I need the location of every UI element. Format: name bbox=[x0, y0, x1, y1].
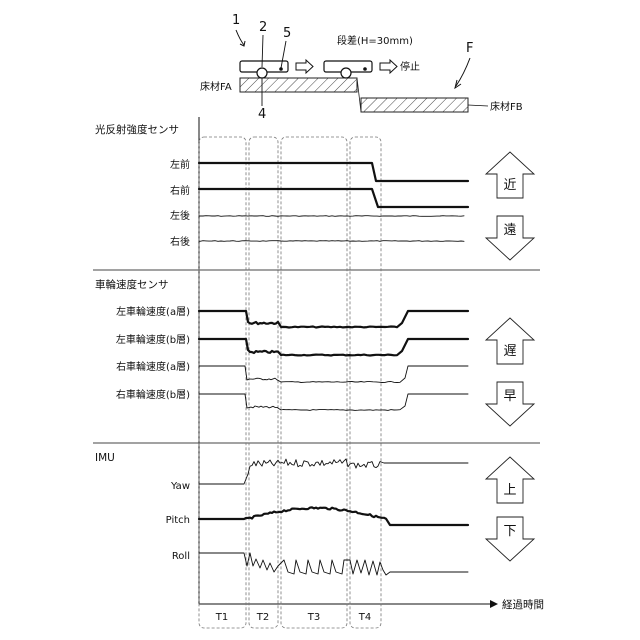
wheel-row-label: 右車輪速度(a層) bbox=[116, 360, 190, 373]
floor-fb-label: 床材FB bbox=[490, 100, 523, 113]
wheel-row-label: 左車輪速度(a層) bbox=[116, 305, 190, 318]
trace-wheel-left-a bbox=[199, 311, 468, 328]
trace-imu-roll bbox=[199, 553, 468, 575]
ref-5: 5 bbox=[283, 26, 291, 41]
labels: 光反射強度センサ 左前 右前 左後 右後 車輪速度センサ 左車輪速度(a層) 左… bbox=[95, 123, 190, 562]
ref-f-leader bbox=[456, 58, 470, 86]
period-box-t4 bbox=[350, 137, 381, 628]
signal-traces bbox=[199, 163, 468, 575]
stop-label: 停止 bbox=[400, 60, 420, 73]
period-label-t1: T1 bbox=[215, 612, 228, 623]
ref-2: 2 bbox=[259, 20, 267, 35]
vehicle-2 bbox=[324, 61, 372, 78]
wheel-row-label: 左車輪速度(b層) bbox=[116, 333, 190, 346]
trace-imu-yaw bbox=[199, 459, 468, 484]
time-axis-arrowhead bbox=[490, 600, 498, 608]
imu-row-label: Yaw bbox=[170, 481, 190, 492]
period-box-t2 bbox=[249, 137, 278, 628]
imu-arrow-down-label: 下 bbox=[503, 524, 516, 539]
ref-4: 4 bbox=[258, 107, 266, 122]
wheel-row-label: 右車輪速度(b層) bbox=[116, 388, 190, 401]
optical-row-label: 右前 bbox=[170, 184, 190, 197]
ref-1: 1 bbox=[232, 13, 240, 28]
trace-wheel-right-a bbox=[199, 366, 468, 383]
period-box-t1 bbox=[199, 137, 246, 628]
trace-wheel-right-b bbox=[199, 394, 468, 410]
trace-wheel-left-b bbox=[199, 339, 468, 356]
optical-row-label: 左後 bbox=[170, 209, 190, 222]
floor-fa-block bbox=[240, 78, 357, 92]
trace-optical-left-rear bbox=[199, 216, 464, 217]
period-box-t3 bbox=[281, 137, 347, 628]
direction-arrows: 近 遠 遅 早 上 下 bbox=[486, 152, 534, 561]
floor-fb-block bbox=[361, 98, 468, 112]
step-edge bbox=[357, 78, 361, 112]
vehicle-1 bbox=[240, 61, 288, 78]
imu-row-label: Roll bbox=[172, 551, 190, 562]
trace-imu-pitch bbox=[199, 507, 468, 525]
wheel-arrow-down-label: 早 bbox=[503, 389, 516, 404]
ref-1-leader bbox=[236, 30, 244, 45]
period-label-t4: T4 bbox=[358, 612, 371, 623]
period-label-t2: T2 bbox=[256, 612, 269, 623]
trace-optical-right-front bbox=[199, 189, 468, 207]
imu-arrow-up-label: 上 bbox=[503, 483, 516, 498]
trace-optical-left-front bbox=[199, 163, 468, 181]
wheel-arrow-up-label: 遅 bbox=[503, 344, 516, 359]
optical-row-label: 左前 bbox=[170, 158, 190, 171]
stop-arrow-icon bbox=[380, 60, 397, 73]
optical-row-label: 右後 bbox=[170, 235, 190, 248]
time-axis-label: 経過時間 bbox=[502, 598, 544, 611]
move-arrow-icon bbox=[296, 60, 313, 73]
floor-fb-leader bbox=[468, 105, 488, 106]
imu-row-label: Pitch bbox=[166, 515, 190, 526]
imu-section-title: IMU bbox=[95, 452, 115, 464]
optical-section-title: 光反射強度センサ bbox=[95, 123, 179, 136]
ref-f: F bbox=[466, 41, 473, 56]
period-label-t3: T3 bbox=[307, 612, 320, 623]
trace-optical-right-rear bbox=[199, 241, 464, 242]
optical-arrow-up-label: 近 bbox=[503, 178, 516, 193]
top-schematic: 1 2 5 4 F 段差(H=30mm) 停止 床材FA 床材FB bbox=[200, 13, 523, 122]
step-label: 段差(H=30mm) bbox=[337, 34, 413, 47]
floor-fa-label: 床材FA bbox=[200, 80, 232, 93]
wheel-section-title: 車輪速度センサ bbox=[95, 278, 169, 291]
optical-arrow-down-label: 遠 bbox=[503, 223, 516, 238]
